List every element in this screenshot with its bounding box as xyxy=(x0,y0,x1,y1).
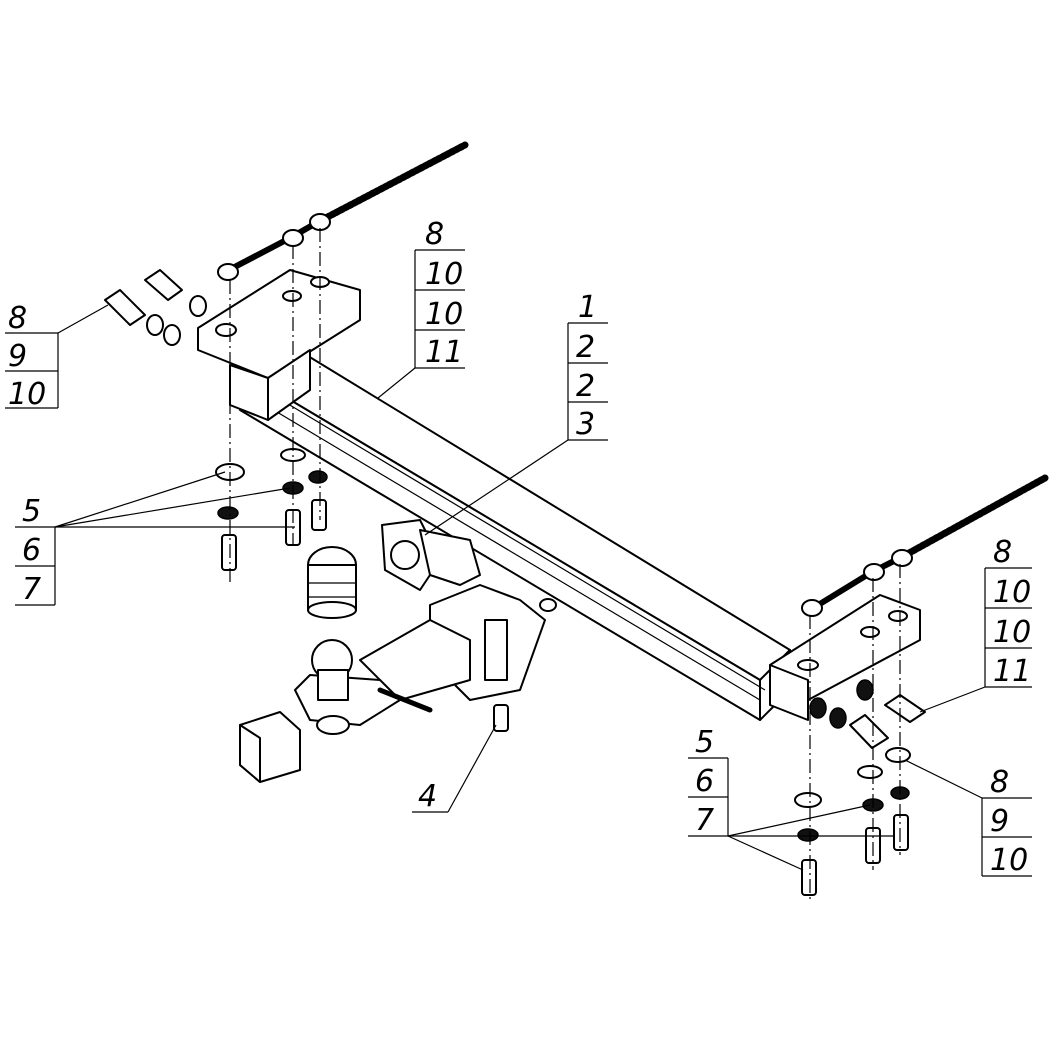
callout-6: 6 xyxy=(22,533,41,568)
left-under-bolts xyxy=(215,448,328,571)
callout-6: 6 xyxy=(695,764,714,799)
callout-5: 5 xyxy=(695,725,714,760)
callout-group-right-lower-left: 5 6 7 xyxy=(688,725,895,871)
left-mounting-bracket xyxy=(197,269,361,421)
tow-ball-mount xyxy=(294,639,433,735)
receiver-tube xyxy=(359,584,557,701)
callout-2: 2 xyxy=(576,369,595,404)
callout-group-right-lower-right: 8 9 10 xyxy=(904,759,1032,878)
callout-group-top-left: 8 9 10 xyxy=(5,301,109,412)
left-threaded-rods xyxy=(217,141,469,281)
callout-8: 8 xyxy=(990,765,1009,800)
callout-8: 8 xyxy=(8,301,27,336)
callout-9: 9 xyxy=(8,339,27,374)
callout-7: 7 xyxy=(695,803,714,838)
callout-group-left-mid: 5 6 7 xyxy=(15,471,295,607)
callout-10: 10 xyxy=(993,575,1031,610)
callout-group-bottom-center: 4 xyxy=(412,724,497,814)
callout-group-right-upper: 8 10 10 11 xyxy=(919,535,1032,713)
callout-5: 5 xyxy=(22,494,41,529)
callout-group-top-center: 8 10 10 11 xyxy=(377,217,465,399)
bolt-4 xyxy=(493,704,509,732)
callout-9: 9 xyxy=(990,804,1009,839)
callout-10: 10 xyxy=(993,615,1031,650)
callout-10: 10 xyxy=(425,297,463,332)
callout-11: 11 xyxy=(993,654,1031,689)
right-under-bolts xyxy=(794,765,910,896)
receiver-plug-cap xyxy=(239,711,301,783)
left-side-bolts xyxy=(104,269,207,346)
callout-group-center: 1 2 2 3 xyxy=(424,290,608,536)
assembly-axis-lines xyxy=(229,228,901,900)
callout-2: 2 xyxy=(576,330,595,365)
right-side-bolts xyxy=(809,679,926,763)
callout-11: 11 xyxy=(425,335,463,370)
electrical-socket-plate xyxy=(381,519,481,591)
callout-8: 8 xyxy=(993,535,1012,570)
callout-10: 10 xyxy=(425,257,463,292)
callout-8: 8 xyxy=(425,217,444,252)
right-mounting-bracket xyxy=(769,594,921,721)
callout-1: 1 xyxy=(578,290,597,325)
right-threaded-rods xyxy=(801,474,1049,617)
callout-7: 7 xyxy=(22,572,41,607)
callout-10: 10 xyxy=(990,843,1028,878)
callout-10: 10 xyxy=(8,377,46,412)
ball-cover-cap xyxy=(307,546,357,619)
callout-4: 4 xyxy=(418,779,437,814)
callout-3: 3 xyxy=(576,407,595,442)
